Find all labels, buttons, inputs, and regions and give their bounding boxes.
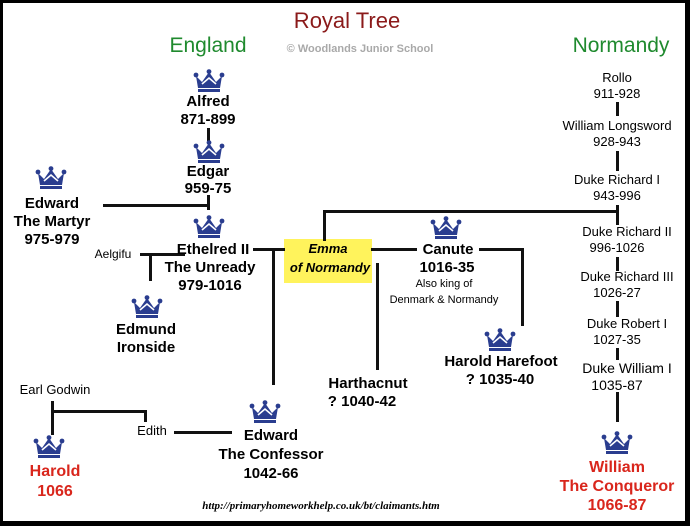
alfred-dates: 871-899 xyxy=(180,111,236,128)
ethelred-dates: 979-1016 xyxy=(178,277,242,294)
source-url: http://primaryhomeworkhelp.co.uk/bt/clai… xyxy=(202,500,440,512)
line-aelgifu-edmund xyxy=(149,253,152,281)
harold-name: Harold xyxy=(29,463,81,480)
line-confessor-drop xyxy=(272,250,275,385)
richard3-name: Duke Richard III xyxy=(580,269,674,284)
line-harefoot-drop xyxy=(521,248,524,326)
aelgifu-name: Aelgifu xyxy=(94,247,132,261)
harold-harefoot-name: Harold Harefoot xyxy=(444,353,558,370)
england-heading: England xyxy=(169,34,247,57)
normandy-heading: Normandy xyxy=(572,34,670,57)
william-conqueror-dates: 1066-87 xyxy=(587,497,647,514)
richard1-dates: 943-996 xyxy=(593,188,641,203)
crown-icon xyxy=(131,295,163,319)
copyright-notice: © Woodlands Junior School xyxy=(286,43,434,55)
ethelred-epithet: The Unready xyxy=(164,259,256,276)
canute-name: Canute xyxy=(422,241,474,258)
earl-godwin-name: Earl Godwin xyxy=(19,382,91,397)
alfred-name: Alfred xyxy=(186,93,230,110)
line-richard2-richard3 xyxy=(616,257,619,271)
robert1-dates: 1027-35 xyxy=(593,332,641,347)
edward-martyr-epithet: The Martyr xyxy=(13,213,91,230)
emma-origin: of Normandy xyxy=(289,260,371,275)
canute-note-line1: Also king of xyxy=(415,278,473,290)
edward-martyr-dates: 975-979 xyxy=(24,231,80,248)
emma-highlight xyxy=(284,239,372,283)
line-edith-confessor xyxy=(174,431,232,434)
line-emma-canute xyxy=(371,248,417,251)
ethelred-name: Ethelred II xyxy=(176,241,250,258)
line-edith-down xyxy=(144,410,147,422)
crown-icon xyxy=(484,328,516,352)
line-rollo-longsword xyxy=(616,102,619,116)
line-emma-normandy xyxy=(323,210,619,213)
william1-name: Duke William I xyxy=(582,360,672,376)
william1-dates: 1035-87 xyxy=(591,377,643,393)
crown-icon xyxy=(193,69,225,93)
crown-icon xyxy=(601,431,633,455)
canute-dates: 1016-35 xyxy=(419,259,475,276)
canute-note-line2: Denmark & Normandy xyxy=(389,294,499,306)
edward-martyr-name: Edward xyxy=(24,195,80,212)
edgar-name: Edgar xyxy=(186,163,230,180)
line-william1-conqueror xyxy=(616,392,619,422)
edward-confessor-epithet: The Confessor xyxy=(218,446,324,463)
richard1-name: Duke Richard I xyxy=(574,172,660,187)
crown-icon xyxy=(249,400,281,424)
crown-icon xyxy=(430,216,462,240)
line-longsword-richard1 xyxy=(616,151,619,171)
harthacnut-name: Harthacnut xyxy=(328,375,408,392)
robert1-name: Duke Robert I xyxy=(586,316,668,331)
line-edgar-ethelred xyxy=(207,195,210,210)
edmund-epithet: Ironside xyxy=(116,339,176,356)
emma-name: Emma xyxy=(308,241,348,256)
line-robert1-william1 xyxy=(616,348,619,360)
edgar-dates: 959-75 xyxy=(184,180,232,197)
line-martyr-edgar xyxy=(103,204,209,207)
edith-name: Edith xyxy=(137,423,167,438)
crown-icon xyxy=(193,215,225,239)
line-godwin-edith xyxy=(52,410,146,413)
rollo-dates: 911-928 xyxy=(593,86,641,101)
rollo-name: Rollo xyxy=(602,70,632,85)
crown-icon xyxy=(33,435,65,459)
line-canute-harefoot xyxy=(479,248,523,251)
harthacnut-dates: ? 1040-42 xyxy=(327,393,397,410)
line-harthacnut-drop xyxy=(376,263,379,370)
edmund-name: Edmund xyxy=(116,321,176,338)
harold-harefoot-dates: ? 1035-40 xyxy=(465,371,535,388)
harold-dates: 1066 xyxy=(37,483,73,500)
royal-tree-diagram: Royal Tree © Woodlands Junior School Eng… xyxy=(3,3,685,521)
line-emma-up xyxy=(323,210,326,241)
william-conqueror-name: William xyxy=(589,459,645,476)
william-longsword-dates: 928-943 xyxy=(593,134,641,149)
line-richard1-richard2 xyxy=(616,205,619,225)
richard2-dates: 996-1026 xyxy=(589,240,645,255)
crown-icon xyxy=(193,140,225,164)
edward-confessor-name: Edward xyxy=(243,427,299,444)
line-alfred-edgar xyxy=(207,128,210,141)
crown-icon xyxy=(35,166,67,190)
line-aelgifu-ethelred xyxy=(140,253,185,256)
diagram-title: Royal Tree xyxy=(293,8,401,33)
line-godwin-drop xyxy=(51,401,54,435)
line-richard3-robert1 xyxy=(616,301,619,317)
william-conqueror-epithet: The Conqueror xyxy=(559,478,675,495)
line-ethelred-emma xyxy=(253,248,285,251)
richard2-name: Duke Richard II xyxy=(582,224,672,239)
william-longsword-name: William Longsword xyxy=(562,118,672,133)
richard3-dates: 1026-27 xyxy=(593,285,641,300)
edward-confessor-dates: 1042-66 xyxy=(243,465,299,482)
